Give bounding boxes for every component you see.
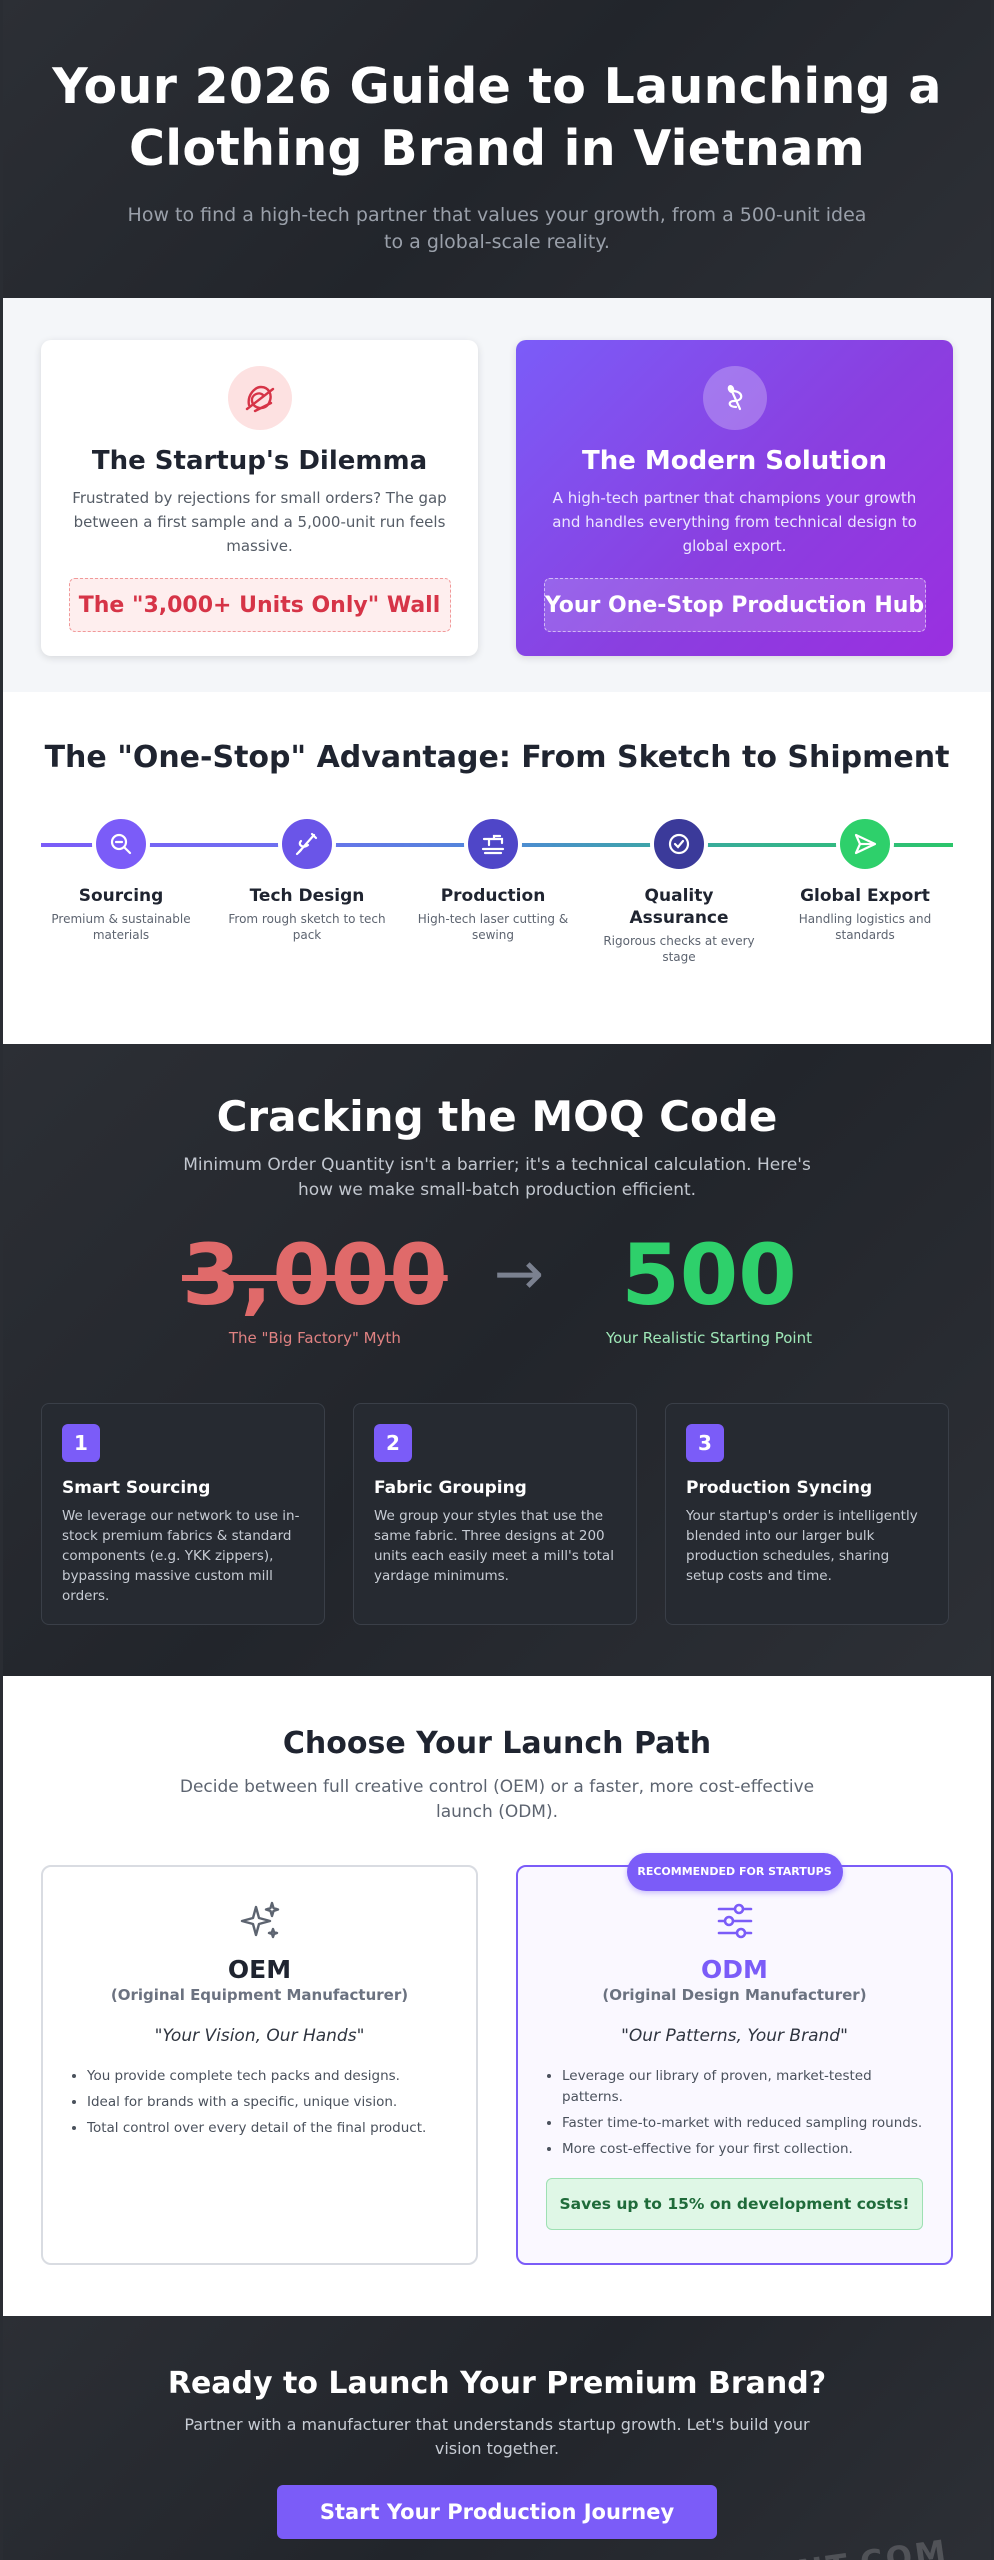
moq-title: Cracking the MOQ Code <box>216 1092 778 1141</box>
moq-comparison: 3,000 The "Big Factory" Myth → 500 Your … <box>3 1225 991 1353</box>
odm-card: RECOMMENDED FOR STARTUPS ODM (Original D… <box>516 1853 953 2265</box>
moq-section: Cracking the MOQ Code Minimum Order Quan… <box>3 1044 991 1676</box>
step-number-badge: 3 <box>686 1424 724 1462</box>
moq-card-text: We leverage our network to use in-stock … <box>62 1508 300 1604</box>
new-moq: 500 Your Realistic Starting Point <box>606 1225 812 1347</box>
list-item: More cost-effective for your first colle… <box>562 2139 923 2160</box>
moq-strategy-cards: 1 Smart Sourcing We leverage our network… <box>41 1403 953 1625</box>
new-moq-label: Your Realistic Starting Point <box>605 1329 812 1347</box>
hero-section: Your 2026 Guide to Launching a Clothing … <box>3 0 991 298</box>
solution-card: The Modern Solution A high-tech partner … <box>516 340 953 656</box>
step-title: Sourcing <box>78 886 164 906</box>
launch-path-options: OEM (Original Equipment Manufacturer) "Y… <box>41 1853 953 2265</box>
sewing-needle-icon <box>278 815 336 873</box>
launch-subtitle: Decide between full creative control (OE… <box>179 1777 815 1822</box>
oem-card: OEM (Original Equipment Manufacturer) "Y… <box>41 1865 478 2265</box>
solution-pill: Your One-Stop Production Hub <box>543 578 926 632</box>
one-stop-section: The "One-Stop" Advantage: From Sketch to… <box>3 692 991 1044</box>
step-desc: High-tech laser cutting & sewing <box>417 912 569 942</box>
step-sourcing: Sourcing Premium & sustainable materials <box>41 815 201 943</box>
problem-pill: The "3,000+ Units Only" Wall <box>68 578 451 632</box>
list-item: Faster time-to-market with reduced sampl… <box>562 2113 923 2134</box>
step-title: Global Export <box>800 886 930 906</box>
moq-card-title: Production Syncing <box>686 1478 873 1498</box>
step-number-badge: 1 <box>62 1424 100 1462</box>
odm-tagline: "Our Patterns, Your Brand" <box>621 2026 848 2046</box>
problem-text: Frustrated by rejections for small order… <box>72 489 447 555</box>
search-icon <box>92 815 150 873</box>
check-circle-icon <box>650 815 708 873</box>
one-stop-title: The "One-Stop" Advantage: From Sketch to… <box>44 740 950 775</box>
odm-bullets: Leverage our library of proven, market-t… <box>562 2066 923 2160</box>
step-tech-design: Tech Design From rough sketch to tech pa… <box>227 815 387 943</box>
page-subtitle: How to find a high-tech partner that val… <box>127 204 867 253</box>
moq-card-fabric-grouping: 2 Fabric Grouping We group your styles t… <box>353 1403 637 1625</box>
step-global-export: Global Export Handling logistics and sta… <box>785 815 945 943</box>
step-production: Production High-tech laser cutting & sew… <box>413 815 573 943</box>
cta-subtitle: Partner with a manufacturer that underst… <box>184 2415 810 2458</box>
moq-card-text: We group your styles that use the same f… <box>374 1508 614 1584</box>
moq-card-production-syncing: 3 Production Syncing Your startup's orde… <box>665 1403 949 1625</box>
launch-path-section: Choose Your Launch Path Decide between f… <box>3 1676 991 2316</box>
moq-card-text: Your startup's order is intelligently bl… <box>686 1508 918 1584</box>
start-journey-button[interactable]: Start Your Production Journey <box>277 2485 717 2539</box>
step-quality-assurance: Quality Assurance Rigorous checks at eve… <box>599 815 759 965</box>
cta-section: Ready to Launch Your Premium Brand? Part… <box>3 2316 991 2560</box>
oem-full-name: (Original Equipment Manufacturer) <box>110 1986 409 2004</box>
problem-card: The Startup's Dilemma Frustrated by reje… <box>41 340 478 656</box>
solution-text: A high-tech partner that champions your … <box>552 489 917 555</box>
old-moq-label: The "Big Factory" Myth <box>228 1329 401 1347</box>
tangled-thread-icon <box>227 366 292 430</box>
solution-title: The Modern Solution <box>581 446 888 476</box>
sparkles-icon <box>43 1897 476 1949</box>
old-moq: 3,000 The "Big Factory" Myth <box>182 1225 448 1347</box>
list-item: You provide complete tech packs and desi… <box>87 2066 448 2087</box>
list-item: Ideal for brands with a specific, unique… <box>87 2092 448 2113</box>
recommended-badge: RECOMMENDED FOR STARTUPS <box>626 1853 843 1891</box>
arrow-right-icon: → <box>493 1239 544 1309</box>
list-item: Leverage our library of proven, market-t… <box>562 2066 923 2108</box>
step-desc: Premium & sustainable materials <box>51 912 191 942</box>
moq-card-smart-sourcing: 1 Smart Sourcing We leverage our network… <box>41 1403 325 1625</box>
old-moq-value: 3,000 <box>181 1226 448 1324</box>
step-desc: Handling logistics and standards <box>798 912 932 942</box>
dilemma-section: The Startup's Dilemma Frustrated by reje… <box>3 298 991 692</box>
launch-title: Choose Your Launch Path <box>282 1726 712 1761</box>
paper-plane-icon <box>836 815 894 873</box>
savings-callout: Saves up to 15% on development costs! <box>546 2178 923 2230</box>
odm-title: ODM <box>701 1955 768 1984</box>
oem-bullets: You provide complete tech packs and desi… <box>87 2066 448 2139</box>
odm-full-name: (Original Design Manufacturer) <box>602 1986 867 2004</box>
list-item: Total control over every detail of the f… <box>87 2118 448 2139</box>
step-desc: Rigorous checks at every stage <box>603 934 755 964</box>
sewing-machine-icon <box>464 815 522 873</box>
title-line-1: Your 2026 Guide to Launching a <box>52 58 942 115</box>
title-line-2: Clothing Brand in Vietnam <box>129 120 865 177</box>
new-moq-value: 500 <box>621 1226 797 1324</box>
sliders-icon <box>518 1897 951 1949</box>
oem-tagline: "Your Vision, Our Hands" <box>154 2026 365 2046</box>
process-steps: Sourcing Premium & sustainable materials… <box>41 815 953 985</box>
moq-card-title: Smart Sourcing <box>62 1478 211 1498</box>
needle-thread-icon <box>702 366 767 430</box>
step-desc: From rough sketch to tech pack <box>228 912 386 942</box>
step-number-badge: 2 <box>374 1424 412 1462</box>
moq-card-title: Fabric Grouping <box>374 1478 527 1498</box>
problem-title: The Startup's Dilemma <box>91 446 428 476</box>
step-title: Tech Design <box>249 886 365 906</box>
oem-title: OEM <box>227 1955 292 1984</box>
page-title: Your 2026 Guide to Launching a Clothing … <box>3 56 991 180</box>
step-title: Production <box>440 886 546 906</box>
moq-subtitle: Minimum Order Quantity isn't a barrier; … <box>183 1155 811 1200</box>
step-title: Quality Assurance <box>629 886 729 928</box>
cta-title: Ready to Launch Your Premium Brand? <box>167 2366 827 2401</box>
